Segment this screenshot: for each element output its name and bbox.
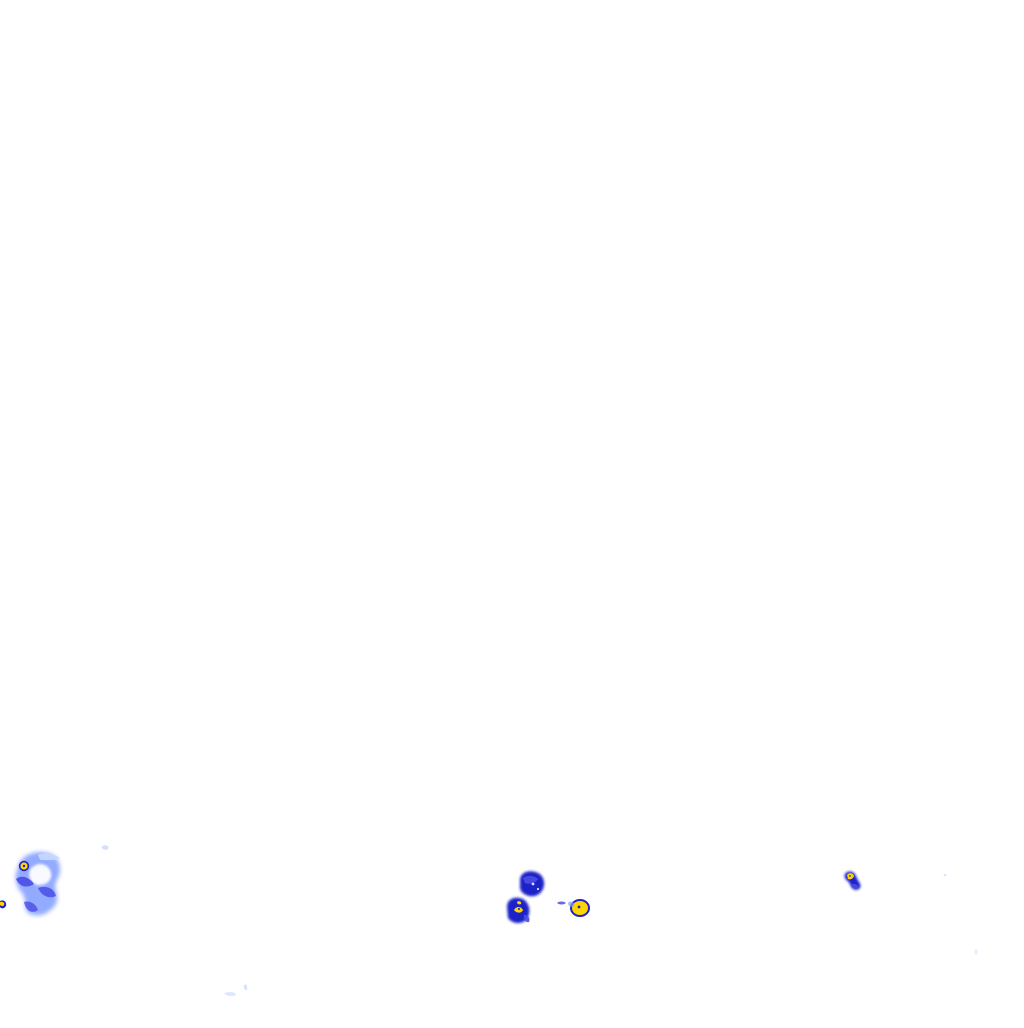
- precip-speck-light-1: [101, 845, 109, 850]
- precip-cell-west: [15, 852, 61, 916]
- precip-speck-light-3: [943, 873, 978, 955]
- precip-cell-center-upper: [520, 871, 545, 897]
- precip-cell-center-lower: [507, 897, 530, 924]
- precip-fragment-far-west: [0, 900, 7, 909]
- precip-speck-light-2: [224, 984, 248, 997]
- precip-cell-center-right: [557, 899, 590, 917]
- precip-cell-east: [844, 871, 861, 890]
